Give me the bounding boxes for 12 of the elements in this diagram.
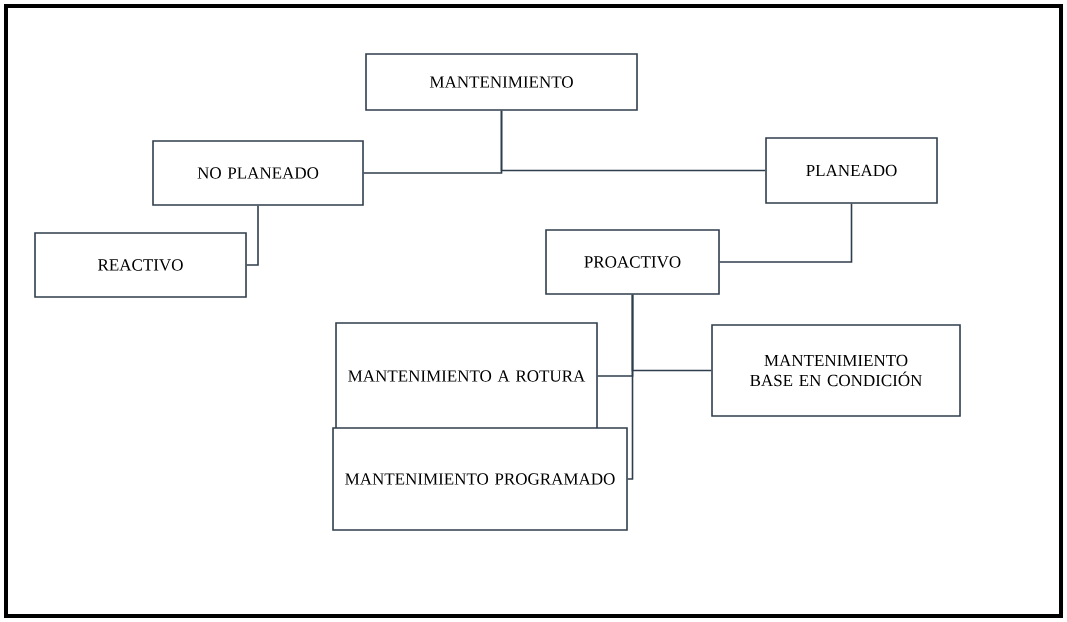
category-box: MANTENIMIENTO PROGRAMADO — [332, 427, 628, 531]
category-box: PLANEADO — [765, 137, 938, 204]
category-box: MANTENIMIENTO BASE EN CONDICIÓN — [711, 324, 961, 417]
connector-line — [246, 205, 259, 266]
category-box: MANTENIMIENTO — [365, 53, 638, 111]
category-box: PROACTIVO — [545, 229, 720, 295]
category-box: MANTENIMIENTO A ROTURA — [335, 322, 598, 430]
connector-line — [500, 110, 766, 172]
connector-line — [719, 203, 853, 263]
category-box: NO PLANEADO — [152, 140, 364, 206]
connector-line — [627, 294, 634, 480]
category-box: REACTIVO — [34, 232, 247, 298]
